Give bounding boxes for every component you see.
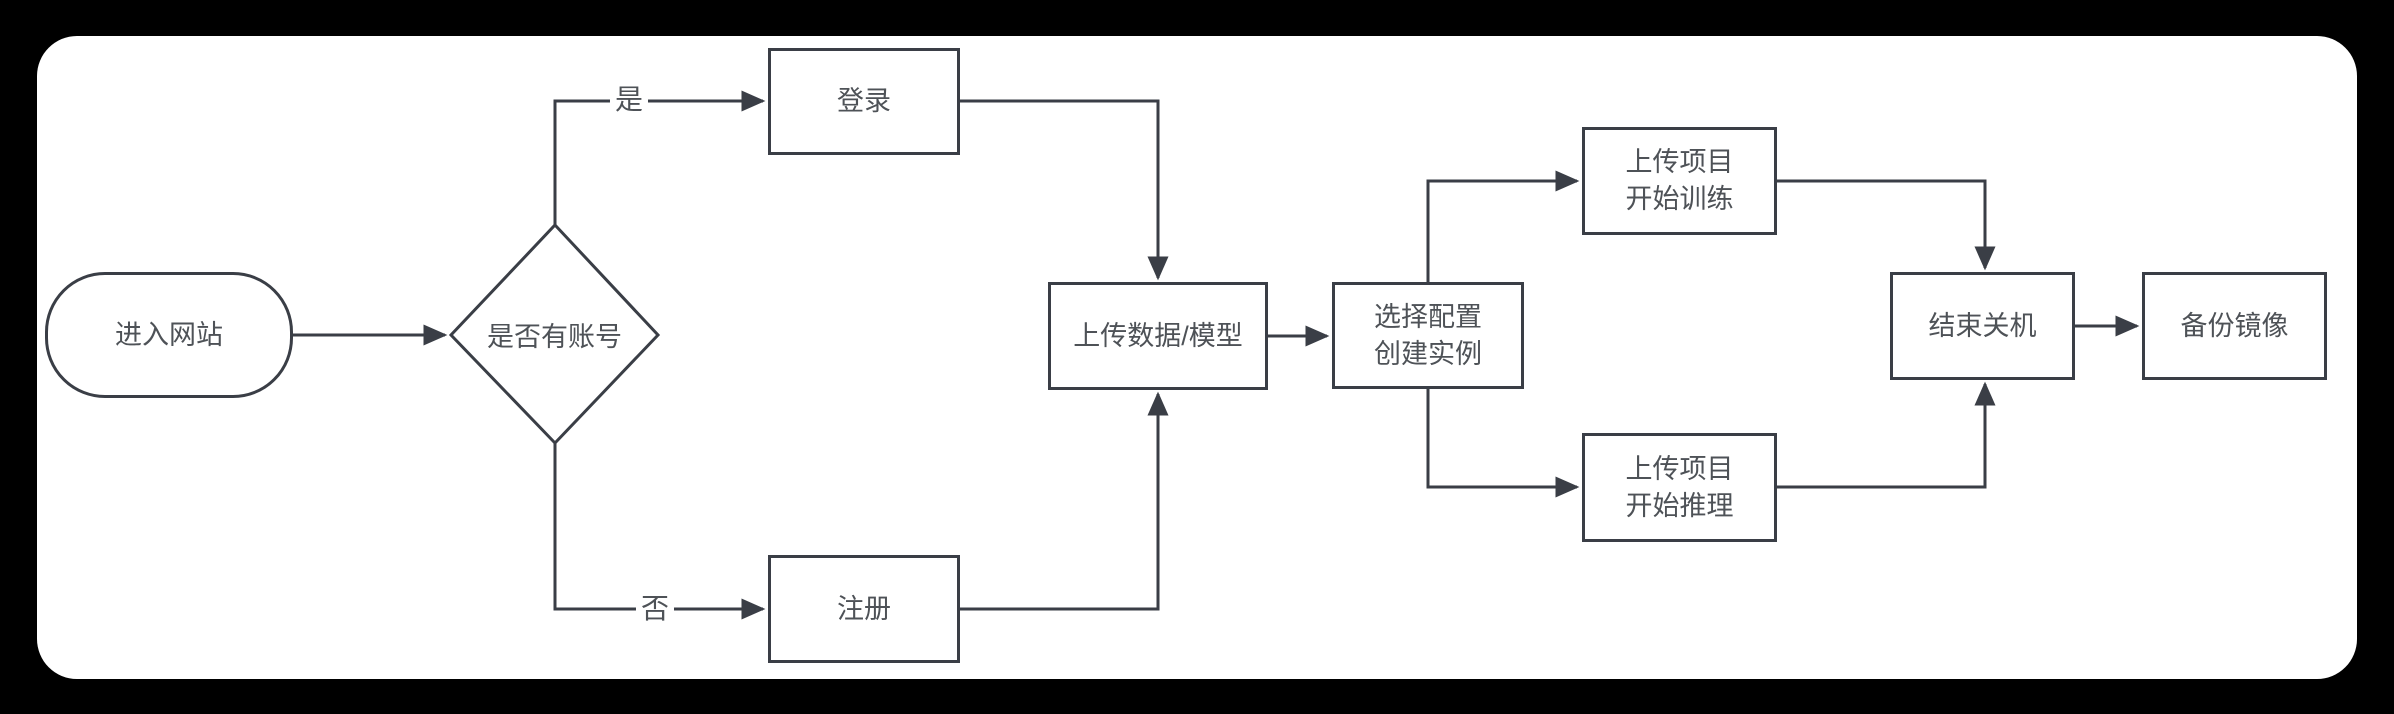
start-node: 进入网站 xyxy=(45,272,293,398)
create-instance-node: 选择配置 创建实例 xyxy=(1332,282,1524,389)
node-label: 登录 xyxy=(837,86,891,116)
edge-login-upload xyxy=(960,99,1169,281)
infer-node: 上传项目 开始推理 xyxy=(1582,433,1777,542)
backup-node: 备份镜像 xyxy=(2142,272,2327,380)
node-label: 上传数据/模型 xyxy=(1073,320,1243,351)
node-label: 备份镜像 xyxy=(2180,310,2289,341)
node-label: 选择配置 创建实例 xyxy=(1374,301,1482,369)
register-node: 注册 xyxy=(768,555,960,663)
node-label: 上传项目 开始训练 xyxy=(1625,147,1734,214)
edge-decision-login xyxy=(553,90,766,225)
node-label: 是否有账号 xyxy=(487,321,622,352)
decision-node: 是否有账号 xyxy=(451,225,658,443)
edge-label-yes: 是 xyxy=(609,85,649,115)
edge-config-train xyxy=(1426,170,1580,282)
edge-train-shutdown xyxy=(1777,179,1996,271)
decision-diamond-shape xyxy=(448,222,661,446)
edge-config-infer xyxy=(1426,389,1580,498)
node-label: 进入网站 xyxy=(115,319,223,350)
edge-infer-shutdown xyxy=(1777,381,1996,489)
login-node: 登录 xyxy=(768,48,960,155)
node-label: 上传项目 开始推理 xyxy=(1625,453,1734,521)
node-label: 注册 xyxy=(837,593,891,624)
edge-register-upload xyxy=(960,391,1169,611)
edge-decision-register xyxy=(553,443,766,620)
train-node: 上传项目 开始训练 xyxy=(1582,127,1777,235)
shutdown-node: 结束关机 xyxy=(1890,272,2075,380)
node-label: 结束关机 xyxy=(1928,310,2037,341)
upload-data-node: 上传数据/模型 xyxy=(1048,282,1268,390)
edge-label-no: 否 xyxy=(635,594,675,624)
